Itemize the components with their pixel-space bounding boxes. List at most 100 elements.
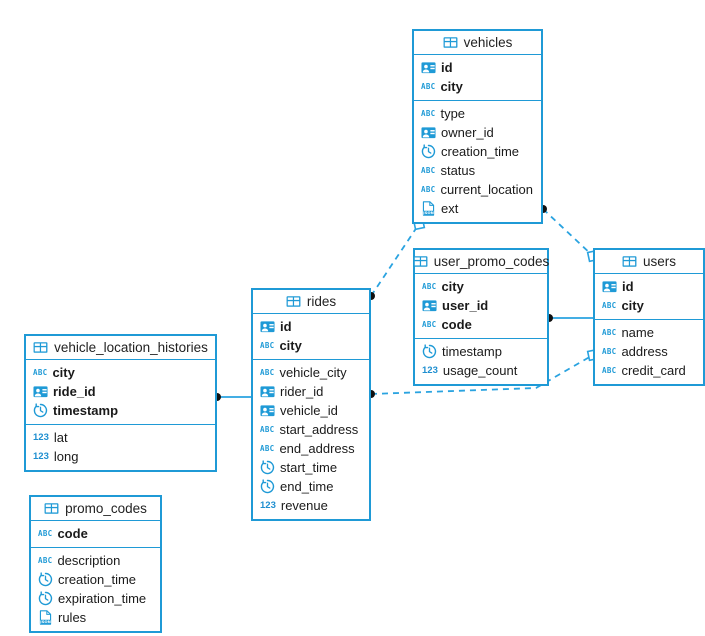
- primary-key-row-timestamp[interactable]: timestamp: [26, 401, 215, 420]
- column-row-long[interactable]: 123 long: [26, 447, 215, 466]
- numeric-123-icon: 123: [33, 451, 49, 462]
- column-name: vehicle_id: [280, 403, 338, 418]
- abc-text-icon: ABC: [421, 109, 436, 118]
- table-grid-icon: [622, 254, 637, 269]
- column-name: long: [53, 449, 79, 464]
- primary-key-row-user_id[interactable]: user_id: [415, 296, 547, 315]
- table-grid-icon: [44, 501, 59, 516]
- primary-key-row-id[interactable]: id: [414, 58, 541, 77]
- column-name: city: [52, 365, 75, 380]
- primary-key-row-ride_id[interactable]: ride_id: [26, 382, 215, 401]
- column-row-creation_time[interactable]: creation_time: [31, 570, 160, 589]
- column-row-timestamp[interactable]: timestamp: [415, 342, 547, 361]
- abc-text-icon: ABC: [421, 185, 436, 194]
- table-title: vehicles: [463, 35, 513, 50]
- table-title: promo_codes: [65, 501, 147, 516]
- relationship-rel-upc-users[interactable]: [545, 314, 593, 322]
- relationship-rel-vlh-rides[interactable]: [213, 393, 251, 401]
- column-row-owner_id[interactable]: owner_id: [414, 123, 541, 142]
- column-row-expiration_time[interactable]: expiration_time: [31, 589, 160, 608]
- table-header-users[interactable]: users: [595, 250, 703, 274]
- column-row-description[interactable]: ABC description: [31, 551, 160, 570]
- abc-text-icon: ABC: [33, 368, 48, 377]
- column-name: end_address: [279, 441, 355, 456]
- abc-text-icon: ABC: [602, 347, 617, 356]
- column-name: address: [621, 344, 668, 359]
- column-name: id: [280, 319, 292, 334]
- column-name: city: [279, 338, 302, 353]
- abc-text-icon: ABC: [422, 320, 437, 329]
- primary-key-row-id[interactable]: id: [253, 317, 369, 336]
- clock-icon: [33, 403, 48, 418]
- table-header-vehicle_location_histories[interactable]: vehicle_location_histories: [26, 336, 215, 360]
- column-name: rider_id: [280, 384, 324, 399]
- primary-key-row-id[interactable]: id: [595, 277, 703, 296]
- abc-text-icon: ABC: [38, 556, 53, 565]
- id-card-icon: [260, 403, 275, 418]
- column-name: timestamp: [442, 344, 502, 359]
- table-header-user_promo_codes[interactable]: user_promo_codes: [413, 250, 549, 274]
- column-row-address[interactable]: ABC address: [595, 342, 703, 361]
- table-header-promo_codes[interactable]: promo_codes: [31, 497, 160, 521]
- abc-text-icon: ABC: [602, 328, 617, 337]
- column-name: city: [621, 298, 644, 313]
- relationship-line: [542, 208, 594, 257]
- column-name: rules: [58, 610, 87, 625]
- column-name: creation_time: [441, 144, 520, 159]
- primary-key-row-city[interactable]: ABC city: [26, 363, 215, 382]
- column-name: timestamp: [53, 403, 119, 418]
- id-card-icon: [421, 60, 436, 75]
- column-row-end_time[interactable]: end_time: [253, 477, 369, 496]
- column-name: description: [57, 553, 121, 568]
- abc-text-icon: ABC: [260, 368, 275, 377]
- svg-text:JSON: JSON: [422, 210, 434, 215]
- column-row-rider_id[interactable]: rider_id: [253, 382, 369, 401]
- table-header-vehicles[interactable]: vehicles: [414, 31, 541, 55]
- json-file-icon: JSON: [421, 201, 436, 216]
- table-grid-icon: [33, 340, 48, 355]
- column-row-start_time[interactable]: start_time: [253, 458, 369, 477]
- column-row-end_address[interactable]: ABC end_address: [253, 439, 369, 458]
- column-row-vehicle_id[interactable]: vehicle_id: [253, 401, 369, 420]
- table-header-rides[interactable]: rides: [253, 290, 369, 314]
- primary-key-row-city[interactable]: ABC city: [595, 296, 703, 315]
- abc-text-icon: ABC: [602, 301, 617, 310]
- column-row-creation_time[interactable]: creation_time: [414, 142, 541, 161]
- numeric-123-icon: 123: [260, 500, 276, 511]
- clock-icon: [421, 144, 436, 159]
- abc-text-icon: ABC: [260, 444, 275, 453]
